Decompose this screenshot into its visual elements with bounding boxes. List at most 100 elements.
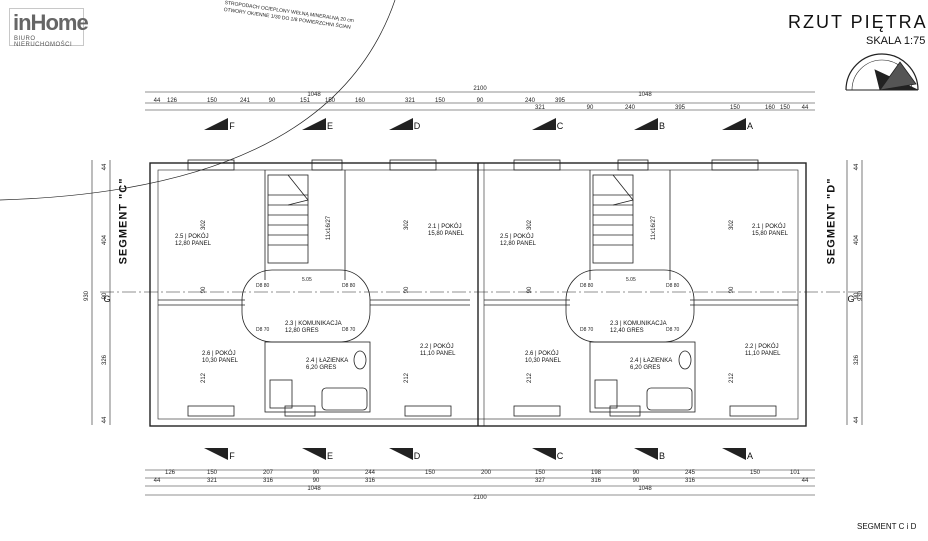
axis-marker — [722, 118, 746, 130]
axis-bottom-label: E — [327, 451, 333, 461]
drawing-scale: SKALA 1:75 — [866, 35, 926, 47]
dim-bottom-row2: 90 — [313, 478, 320, 484]
dim-room-height: 212 — [729, 372, 735, 383]
axis-top-label: A — [747, 121, 753, 131]
dim-bottom-row2: 316 — [591, 478, 602, 484]
segment-footer-label: SEGMENT C i D — [857, 522, 917, 531]
dim-left-side: 44 — [102, 163, 108, 170]
dim-bottom-row2: 321 — [207, 478, 218, 484]
door-tag: D8 80 — [580, 283, 594, 289]
roof-arc — [0, 0, 396, 201]
axis-marker — [302, 118, 326, 130]
dim-bottom-total: 2100 — [473, 495, 487, 501]
level-mark: 5.05 — [626, 277, 636, 283]
axis-marker — [532, 448, 556, 460]
dim-top-total: 2100 — [473, 86, 487, 92]
stair-label: 11x16/27 — [651, 215, 657, 240]
dim-top-row2: 395 — [675, 105, 686, 111]
dim-top-row2: 90 — [587, 105, 594, 111]
room-right-area: 12,40 GRES — [610, 328, 644, 334]
dim-top-row2: 150 — [730, 105, 741, 111]
axis-marker — [389, 448, 413, 460]
door-tag: D8 70 — [666, 327, 680, 333]
axis-bottom-label: F — [229, 451, 235, 461]
room-left-name: 2.4 | ŁAZIENKA — [306, 358, 348, 364]
dim-top-half: 1048 — [638, 92, 652, 98]
dim-bottom-half: 1048 — [638, 486, 652, 492]
room-right-name: 2.4 | ŁAZIENKA — [630, 358, 672, 364]
dim-bottom-row2: 316 — [263, 478, 274, 484]
dim-top-row1: 150 — [325, 98, 336, 104]
dim-bottom-row1: 90 — [313, 470, 320, 476]
dim-bottom-row2: 44 — [802, 478, 809, 484]
dim-room-height: 90 — [527, 286, 533, 293]
dim-top-row1: 240 — [525, 98, 536, 104]
room-right-area: 12,80 PANEL — [500, 241, 537, 247]
room-right-name: 2.3 | KOMUNIKACJA — [610, 321, 667, 327]
dim-room-height: 90 — [404, 286, 410, 293]
axis-top-label: C — [557, 121, 564, 131]
dim-room-height: 212 — [404, 372, 410, 383]
door-tag: D8 80 — [342, 283, 356, 289]
dim-room-height: 212 — [201, 372, 207, 383]
room-right-name: 2.6 | POKÓJ — [525, 350, 559, 357]
dim-bottom-row1: 200 — [481, 470, 492, 476]
room-left-name: 2.3 | KOMUNIKACJA — [285, 321, 342, 327]
room-right-area: 11,10 PANEL — [745, 351, 781, 357]
dim-bottom-half: 1048 — [307, 486, 321, 492]
axis-top-label: F — [229, 121, 235, 131]
dim-top-row2: 150 — [780, 105, 791, 111]
dim-right-side: 90 — [854, 292, 860, 299]
dim-right-side: 404 — [854, 234, 860, 245]
door-tag: D8 80 — [256, 283, 270, 289]
dim-top-row1: 395 — [555, 98, 566, 104]
dim-top-row1: 90 — [269, 98, 276, 104]
dim-bottom-row1: 150 — [750, 470, 761, 476]
dim-top-row2: 240 — [625, 105, 636, 111]
dim-right-side: 326 — [854, 354, 860, 365]
drawing-title: RZUT PIĘTRA — [788, 12, 928, 32]
dim-top-row1: 126 — [167, 98, 178, 104]
logo-subtitle: BIURO NIERUCHOMOŚCI — [14, 36, 73, 48]
dim-room-height: 302 — [404, 219, 410, 230]
dim-top-row1: 44 — [154, 98, 161, 104]
axis-marker — [634, 448, 658, 460]
dim-side-total: 930 — [858, 290, 864, 301]
axis-marker — [532, 118, 556, 130]
dim-top-row1: 150 — [435, 98, 446, 104]
dim-bottom-row1: 101 — [790, 470, 801, 476]
dim-bottom-row2: 316 — [685, 478, 696, 484]
axis-bottom-label: A — [747, 451, 753, 461]
dim-left-side: 404 — [102, 234, 108, 245]
dim-top-row2: 44 — [802, 105, 809, 111]
room-left-name: 2.1 | POKÓJ — [428, 223, 462, 230]
axis-top-label: B — [659, 121, 665, 131]
dim-top-row2: 321 — [535, 105, 546, 111]
dim-top-row1: 90 — [477, 98, 484, 104]
dim-right-side: 44 — [854, 163, 860, 170]
axis-top-label: E — [327, 121, 333, 131]
dim-bottom-row2: 327 — [535, 478, 546, 484]
axis-g-left: G — [103, 294, 110, 304]
stair-label: 11x16/27 — [326, 215, 332, 240]
room-right-area: 10,30 PANEL — [525, 358, 562, 364]
axis-bottom-label: C — [557, 451, 564, 461]
dim-bottom-row1: 150 — [535, 470, 546, 476]
axis-marker — [204, 448, 228, 460]
dim-bottom-row1: 244 — [365, 470, 376, 476]
dim-bottom-row2: 44 — [154, 478, 161, 484]
dim-bottom-row1: 245 — [685, 470, 696, 476]
dim-room-height: 302 — [729, 219, 735, 230]
room-left-area: 12,80 PANEL — [175, 241, 212, 247]
dim-room-height: 212 — [527, 372, 533, 383]
door-tag: D8 70 — [342, 327, 356, 333]
dim-top-row1: 241 — [240, 98, 251, 104]
dim-bottom-row1: 198 — [591, 470, 602, 476]
room-left-name: 2.5 | POKÓJ — [175, 233, 209, 240]
dim-left-side: 90 — [102, 292, 108, 299]
dim-room-height: 302 — [201, 219, 207, 230]
axis-marker — [634, 118, 658, 130]
door-tag: D8 70 — [256, 327, 270, 333]
dim-bottom-row1: 207 — [263, 470, 274, 476]
